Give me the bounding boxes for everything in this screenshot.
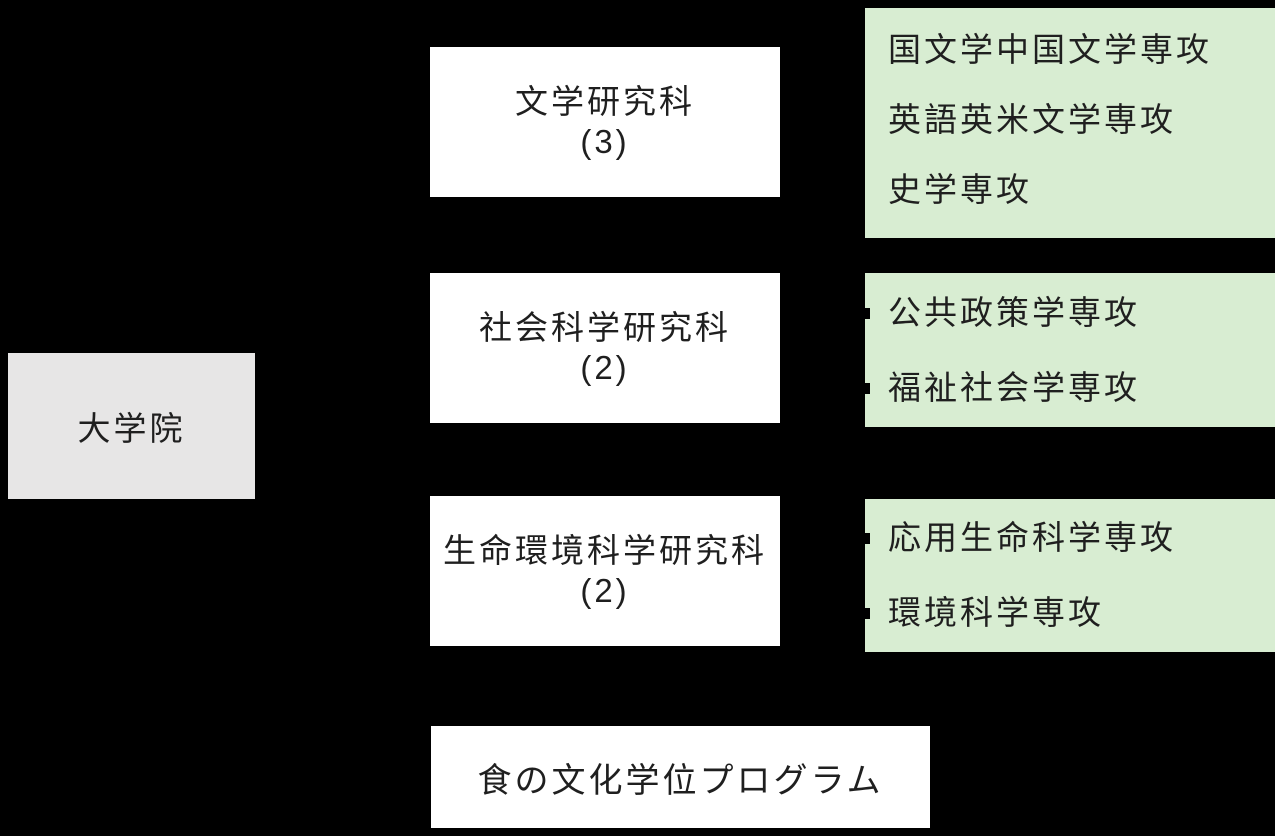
major-label: 史学専攻	[888, 171, 1032, 208]
major-label: 公共政策学専攻	[888, 294, 1140, 331]
bullet-marker-icon	[860, 308, 870, 319]
major-label: 環境科学専攻	[888, 594, 1104, 631]
major-label: 応用生命科学専攻	[888, 519, 1176, 556]
program-label: 食の文化学位プログラム	[477, 761, 884, 800]
school-node-life-environmental-sciences: 生命環境科学研究科 (2)	[430, 496, 780, 646]
major-item: 応用生命科学専攻	[860, 519, 1275, 556]
school-count: (2)	[580, 349, 630, 386]
school-name: 生命環境科学研究科	[443, 532, 767, 569]
major-item: 英語英米文学専攻	[888, 102, 1275, 138]
school-count: (3)	[580, 123, 630, 160]
majors-node-literature: 国文学中国文学専攻 英語英米文学専攻 史学専攻	[865, 8, 1275, 238]
major-item: 公共政策学専攻	[860, 294, 1275, 331]
majors-node-life-environmental-sciences: 応用生命科学専攻 環境科学専攻	[860, 499, 1275, 652]
major-item: 環境科学専攻	[860, 594, 1275, 631]
bullet-marker-icon	[860, 383, 870, 394]
school-node-literature: 文学研究科 (3)	[430, 47, 780, 197]
bullet-marker-icon	[860, 608, 870, 619]
major-label: 国文学中国文学専攻	[888, 31, 1212, 68]
majors-node-social-sciences: 公共政策学専攻 福祉社会学専攻	[860, 273, 1275, 427]
program-node-food-culture: 食の文化学位プログラム	[431, 726, 930, 828]
school-node-social-sciences: 社会科学研究科 (2)	[430, 273, 780, 423]
major-label: 福祉社会学専攻	[888, 369, 1140, 406]
major-item: 福祉社会学専攻	[860, 369, 1275, 406]
root-node-label: 大学院	[77, 410, 186, 447]
major-item: 史学専攻	[888, 172, 1275, 208]
root-node-graduate-school: 大学院	[8, 353, 255, 499]
major-label: 英語英米文学専攻	[888, 101, 1176, 138]
bullet-marker-icon	[860, 533, 870, 544]
major-item: 国文学中国文学専攻	[888, 32, 1275, 68]
school-name: 文学研究科	[515, 83, 695, 120]
school-name: 社会科学研究科	[479, 309, 731, 346]
school-count: (2)	[580, 572, 630, 609]
